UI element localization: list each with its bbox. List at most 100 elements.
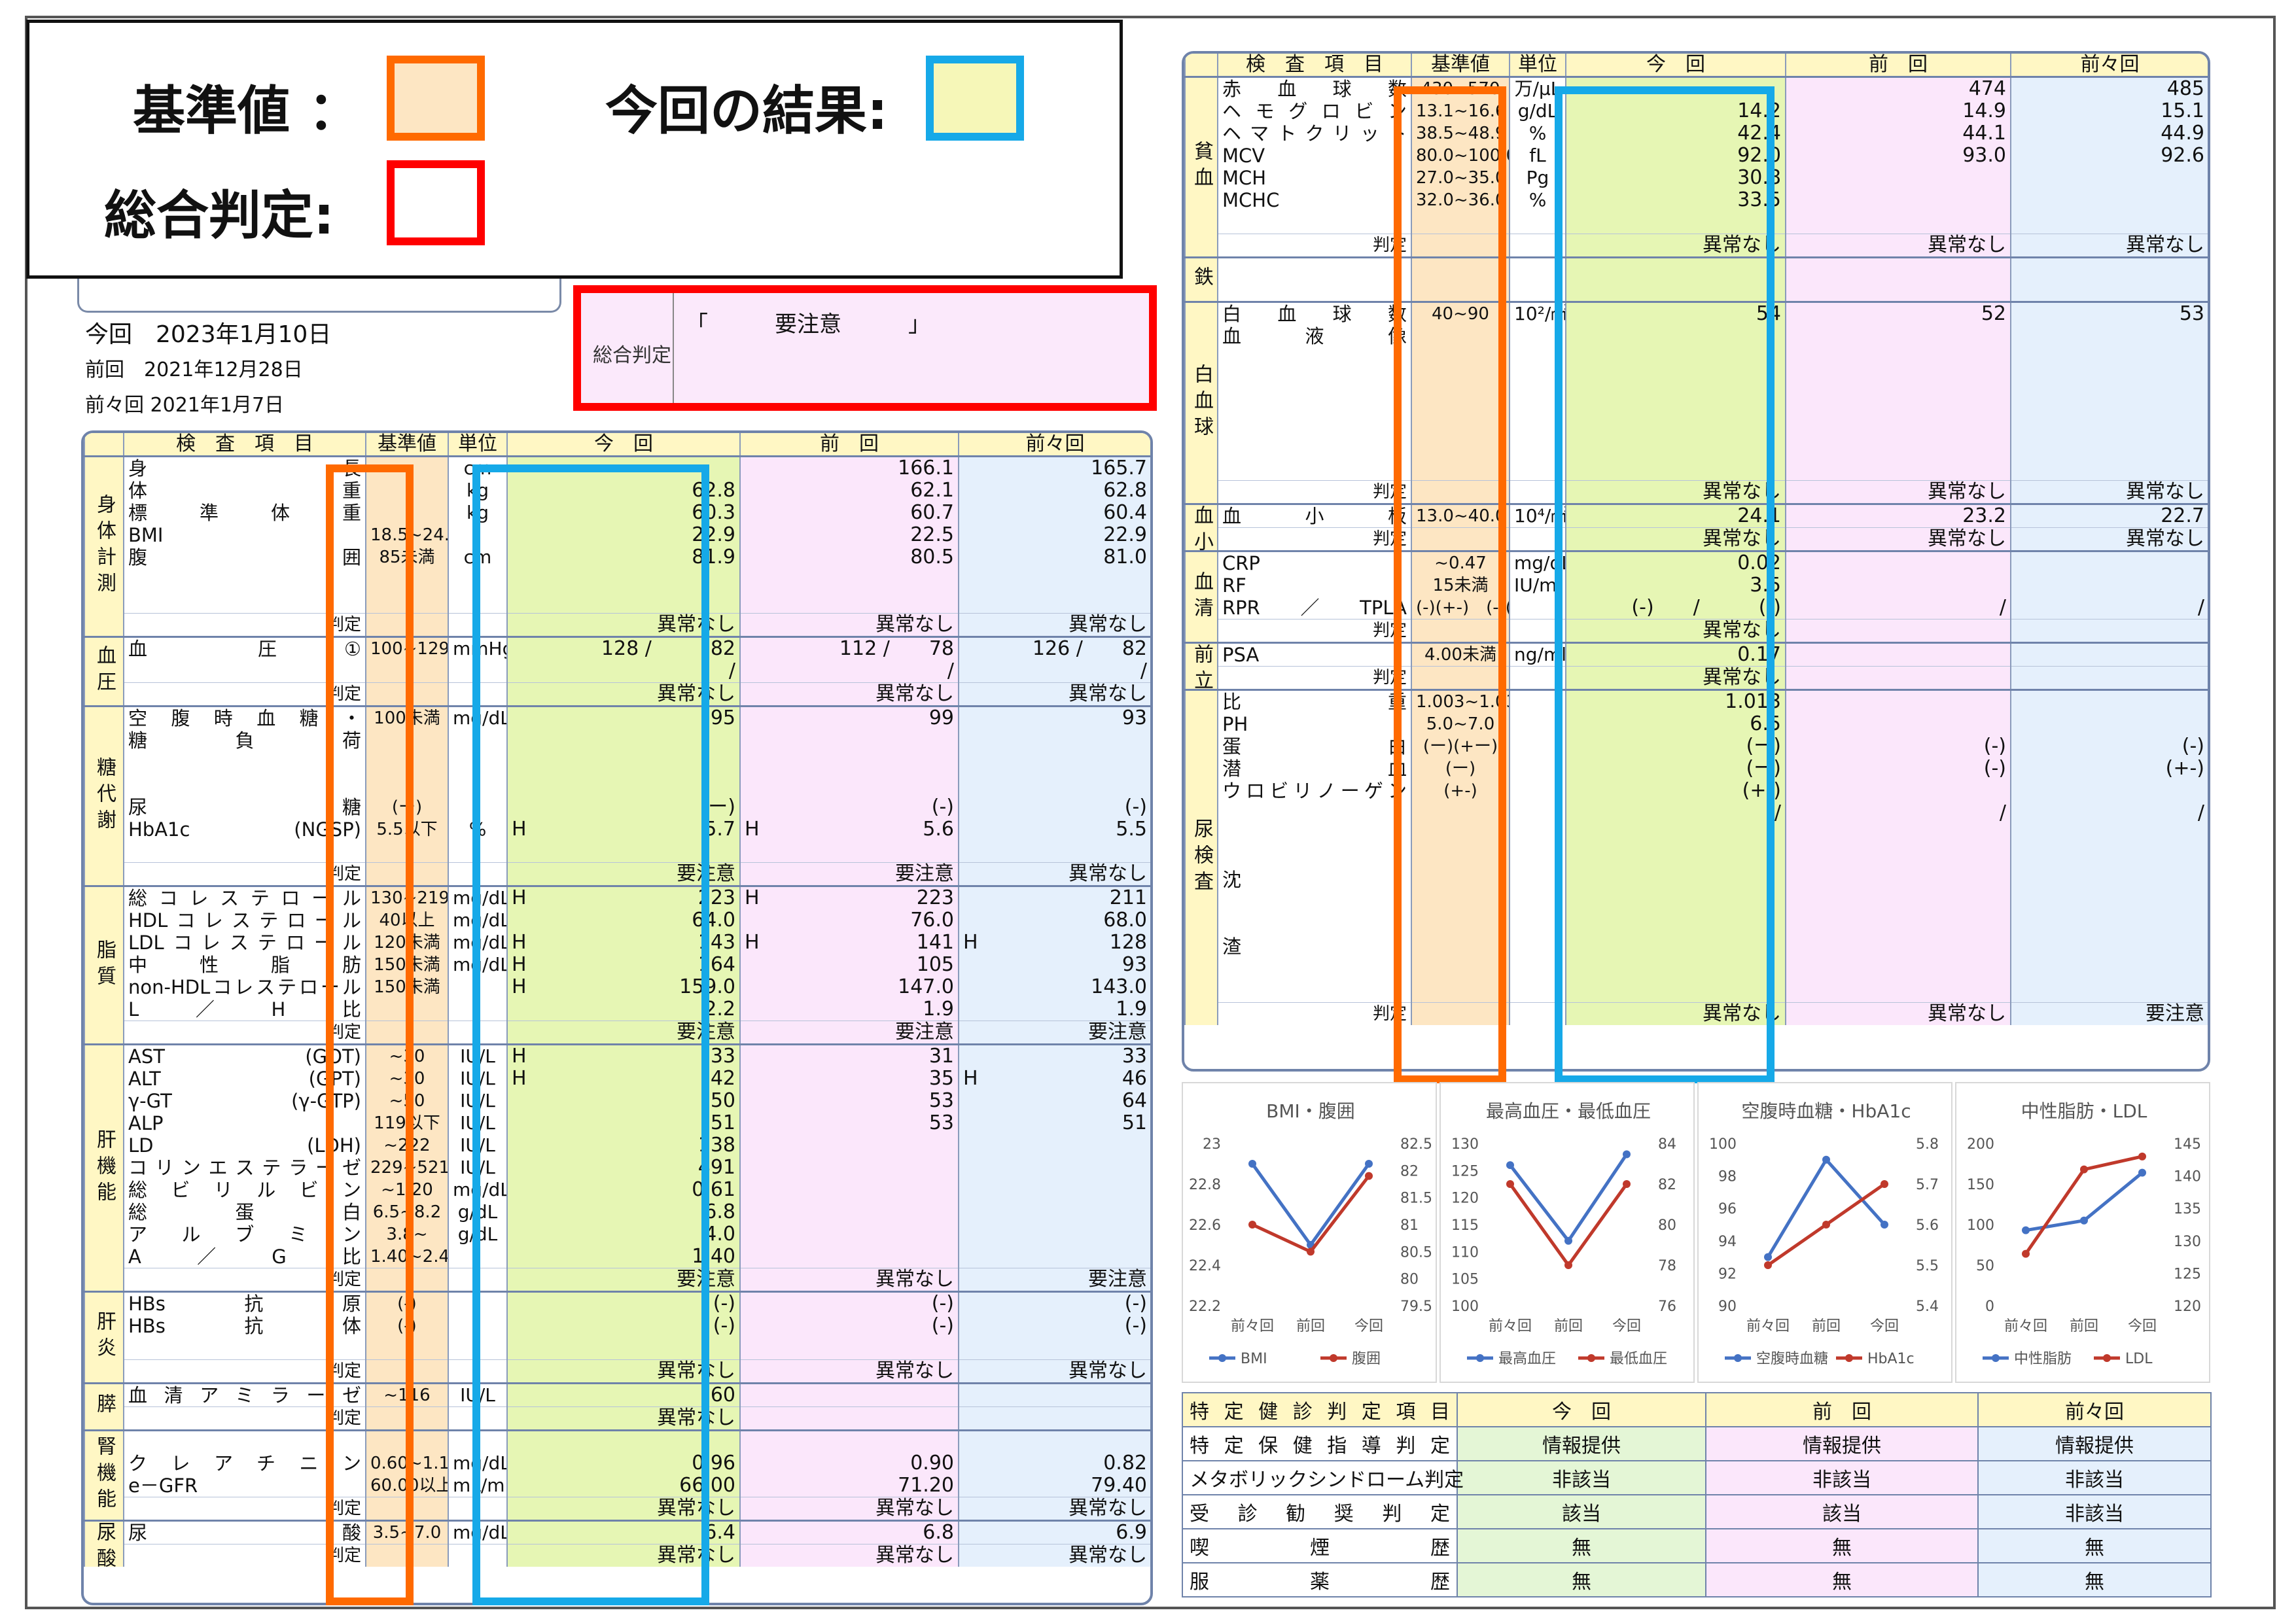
- y-tick-right: 80: [1400, 1272, 1419, 1288]
- item-name-text: RPR／TPLA: [1222, 597, 1407, 619]
- overall-judgement-value: 「 要注意 」: [686, 311, 930, 338]
- series-line: [1766, 1157, 1886, 1258]
- item-name-text: γ-GT (γ-GTP): [128, 1090, 361, 1112]
- x-tick: 今回: [2128, 1318, 2157, 1335]
- before-previous-value: [2010, 935, 2208, 958]
- unit: [1509, 256, 1566, 279]
- before-previous-value: 93: [958, 705, 1150, 729]
- unit: mg/dL: [448, 1179, 507, 1201]
- reference-value: [1411, 324, 1510, 347]
- before-previous-value: [2010, 980, 2208, 1002]
- previous-value: (-): [1785, 758, 2011, 780]
- previous-value: [739, 1406, 959, 1430]
- x-tick: 前々回: [1231, 1318, 1274, 1335]
- current-value: 54: [1565, 300, 1786, 325]
- item-name: 糖負荷: [123, 729, 366, 752]
- current-value: 異常なし: [1565, 1002, 1786, 1025]
- before-previous-value: [958, 1179, 1150, 1201]
- current-value-text: 60.3: [692, 502, 735, 524]
- item-name: HBs抗体: [123, 1315, 366, 1337]
- unit: [1509, 279, 1566, 302]
- reference-value: (-): [365, 1315, 448, 1337]
- item-name: 標準体重: [123, 502, 366, 524]
- legend-marker: [1218, 1354, 1226, 1362]
- reference-value: [1411, 935, 1510, 958]
- reference-value-text: 3.5~7.0: [372, 1523, 442, 1543]
- reference-value: ~30: [365, 1068, 448, 1090]
- item-name: [123, 591, 366, 613]
- reference-value-text: (-): [397, 1294, 417, 1314]
- item-name-text: 総コレステロール: [128, 887, 361, 909]
- data-point: [1822, 1155, 1830, 1164]
- current-value: 14.2: [1565, 100, 1786, 122]
- current-value: 異常なし: [1565, 527, 1786, 551]
- unit-text: g/dL: [457, 1223, 498, 1245]
- before-previous-value: [958, 1337, 1150, 1359]
- legend-label: LDL: [2125, 1351, 2153, 1367]
- previous-value: [739, 1337, 959, 1359]
- reference-value: [1411, 913, 1510, 935]
- before-previous-value: [958, 840, 1150, 863]
- before-previous-value-text: /: [2197, 597, 2204, 619]
- before-previous-value-text: (-): [1124, 795, 1147, 818]
- group-label: 貧血: [1184, 76, 1218, 257]
- item-name: 赤血球数: [1217, 76, 1411, 100]
- previous-value-text: 166.1: [898, 457, 954, 480]
- group-label: 脂質: [84, 885, 124, 1045]
- y-tick-right: 80: [1658, 1217, 1676, 1234]
- previous-value: [1785, 958, 2011, 980]
- previous-value-text: 22.5: [910, 524, 954, 546]
- reference-value-text: ~30: [389, 1047, 425, 1066]
- legend-judge-swatch: [387, 160, 485, 245]
- before-previous-value: 44.9: [2010, 122, 2208, 145]
- reference-value: [1411, 256, 1510, 279]
- reference-value-text: ~30: [389, 1069, 425, 1089]
- y-tick-left: 105: [1451, 1272, 1479, 1288]
- y-tick-right: 135: [2174, 1201, 2201, 1217]
- current-value-text: (ー): [1746, 758, 1781, 780]
- unit: [448, 1359, 507, 1383]
- summary-header-current: 今 回: [1457, 1392, 1706, 1427]
- reference-value: 1.003~1.030: [1411, 689, 1510, 713]
- x-tick: 前々回: [1489, 1318, 1532, 1335]
- result-row: [84, 591, 1150, 613]
- previous-value: [1785, 324, 2011, 347]
- high-flag: H: [512, 886, 527, 909]
- current-value-text: (+-): [1742, 780, 1781, 802]
- unit: [448, 1497, 507, 1521]
- item-name-text: 判定: [327, 1022, 361, 1042]
- current-value-text: 95: [710, 706, 735, 729]
- item-name: [1217, 802, 1411, 824]
- data-point: [1881, 1221, 1888, 1229]
- reference-value: ~0.47: [1411, 550, 1510, 574]
- date-before-previous: 前々回 2021年1月7日: [85, 394, 285, 417]
- current-value: 6.8: [506, 1201, 740, 1223]
- item-name: 尿酸: [123, 1520, 366, 1544]
- y-tick-right: 80.5: [1400, 1244, 1432, 1261]
- before-previous-value: 要注意: [958, 1268, 1150, 1292]
- current-value: 0.96: [506, 1452, 740, 1475]
- legend-marker: [1845, 1354, 1853, 1362]
- previous-value: 35: [739, 1068, 959, 1090]
- previous-value: [1785, 256, 2011, 279]
- reference-value-text: 1.003~1.030: [1416, 692, 1510, 712]
- current-value-text: 異常なし: [1703, 527, 1781, 550]
- reference-value-text: 120未満: [374, 933, 440, 952]
- before-previous-value-text: 異常なし: [1069, 682, 1147, 705]
- header-current: 今 回: [1565, 54, 1786, 78]
- result-row: [1185, 211, 2208, 234]
- x-tick: 前回: [2070, 1318, 2098, 1335]
- group-label: 血圧: [84, 635, 124, 706]
- unit: cm: [448, 546, 507, 568]
- group-label: 血清: [1184, 550, 1218, 643]
- legend-label: HbA1c: [1867, 1351, 1915, 1367]
- item-name: 体重: [123, 480, 366, 502]
- reference-value: [365, 998, 448, 1021]
- current-value: 50: [506, 1090, 740, 1112]
- item-name: [1217, 256, 1411, 279]
- unit-text: IU/L: [460, 1112, 495, 1134]
- result-row: [1185, 913, 2208, 935]
- group-label: 糖代謝: [84, 705, 124, 886]
- item-name: [1217, 891, 1411, 913]
